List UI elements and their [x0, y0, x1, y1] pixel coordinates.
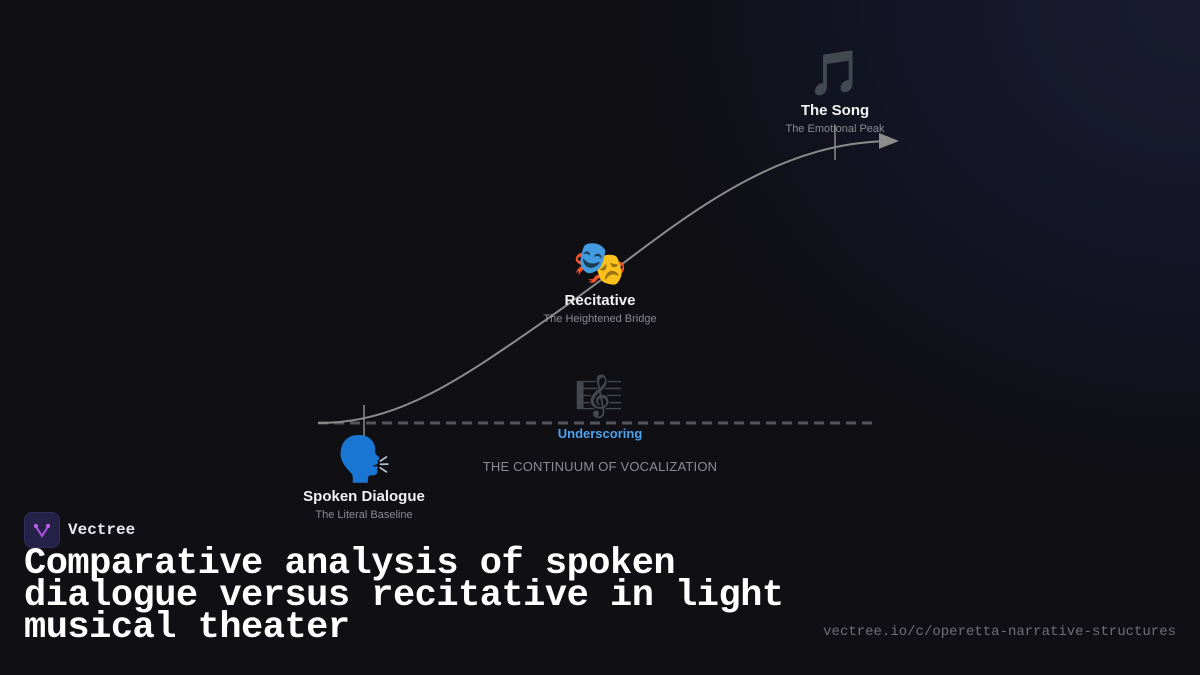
- speaking-head-icon: 🗣️: [336, 435, 392, 484]
- brand-name: Vectree: [68, 521, 136, 539]
- music-note-icon: 🎵: [807, 49, 863, 98]
- node-title: Recitative: [564, 292, 636, 309]
- node-recitative: 🎭 Recitative The Heightened Bridge: [543, 239, 657, 326]
- node-the-song: 🎵 The Song The Emotional Peak: [785, 49, 885, 136]
- node-subtitle: The Literal Baseline: [315, 509, 413, 521]
- node-title: The Song: [800, 102, 870, 119]
- performing-arts-masks-icon: 🎭: [572, 239, 628, 288]
- node-title: Spoken Dialogue: [303, 488, 425, 505]
- node-subtitle: The Heightened Bridge: [543, 313, 657, 325]
- node-spoken-dialogue: 🗣️ Spoken Dialogue The Literal Baseline: [303, 435, 425, 522]
- vectree-logo-icon: [24, 512, 60, 548]
- continuum-caption: THE CONTINUUM OF VOCALIZATION: [482, 459, 718, 474]
- source-url: vectree.io/c/operetta-narrative-structur…: [823, 624, 1176, 640]
- page-title: Comparative analysis of spoken dialogue …: [24, 543, 784, 649]
- brand: Vectree: [24, 512, 135, 548]
- node-subtitle: The Emotional Peak: [785, 123, 885, 135]
- underscoring-icon-wrap: 🎼: [574, 373, 624, 421]
- vocalization-curve: [317, 132, 899, 424]
- underscoring-label: Underscoring: [557, 426, 643, 441]
- musical-score-icon: 🎼: [574, 375, 624, 419]
